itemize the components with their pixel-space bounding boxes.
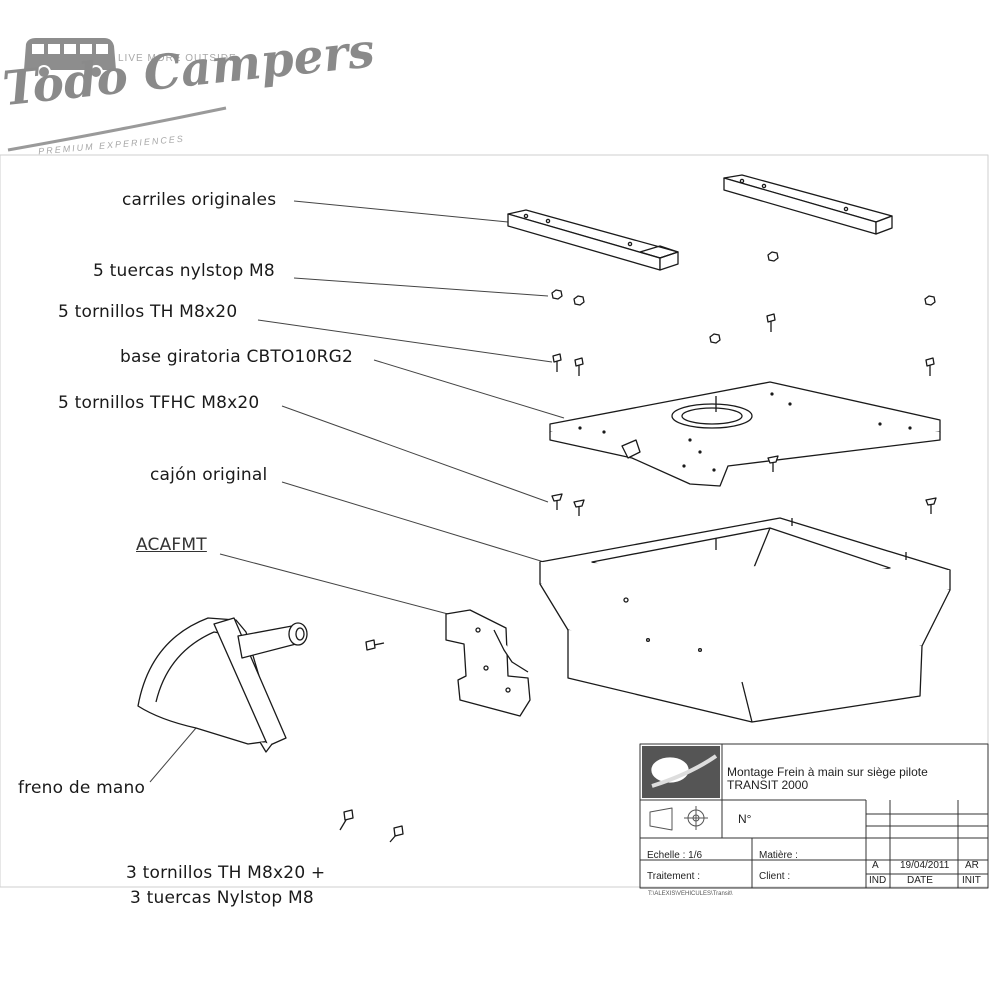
- file-path: T:\ALEXIS\VEHICULES\Transit\: [648, 891, 733, 897]
- scale-field: Echelle : 1/6: [647, 850, 703, 861]
- logo-tagline-top: LIVE MORE OUTSIDE: [118, 53, 237, 64]
- handbrake: [137, 617, 308, 753]
- revision-date: 19/04/2011: [900, 860, 950, 871]
- revision-value: A: [872, 860, 879, 871]
- nylstop-nuts: [551, 251, 936, 344]
- swivel-base: [549, 381, 941, 487]
- drawing-frame: [0, 154, 989, 888]
- kit-screws: [339, 809, 404, 843]
- label-kit-line2: 3 tuercas Nylstop M8: [130, 888, 314, 908]
- company-emblem-icon: [642, 746, 720, 798]
- rail-left: [507, 209, 679, 271]
- rail-right: [723, 174, 893, 235]
- drawing-title-line1: Montage Frein à main sur siège pilote: [727, 765, 928, 779]
- title-block: [639, 743, 989, 889]
- date-header: DATE: [907, 875, 933, 886]
- label-rails: carriles originales: [122, 190, 277, 210]
- tfhc-screws: [551, 455, 937, 516]
- label-tfhc-screws: 5 tornillos TFHC M8x20: [58, 393, 260, 413]
- label-kit-line1: 3 tornillos TH M8x20 +: [126, 863, 326, 883]
- seat-box: [539, 517, 951, 723]
- th-screws: [552, 313, 935, 376]
- revision-initials: AR: [965, 860, 979, 871]
- projection-symbol-icon: [649, 806, 708, 831]
- acafmt-bracket: [445, 609, 531, 717]
- label-nuts: 5 tuercas nylstop M8: [93, 261, 275, 281]
- drawing-number-label: N°: [738, 812, 752, 826]
- label-swivel-base: base giratoria CBTO10RG2: [120, 347, 353, 367]
- material-field: Matière :: [759, 850, 798, 861]
- drawing-title-line2: TRANSIT 2000: [727, 778, 809, 792]
- label-acafmt: ACAFMT: [136, 535, 207, 555]
- client-field: Client :: [759, 871, 791, 882]
- init-header: INIT: [962, 875, 981, 886]
- label-seat-box: cajón original: [150, 465, 268, 485]
- ind-header: IND: [869, 875, 887, 886]
- leader-lines: [149, 200, 565, 783]
- label-handbrake: freno de mano: [18, 778, 146, 798]
- bracket-screw: [365, 639, 385, 651]
- label-th-screws: 5 tornillos TH M8x20: [58, 302, 238, 322]
- treatment-field: Traitement :: [647, 871, 700, 882]
